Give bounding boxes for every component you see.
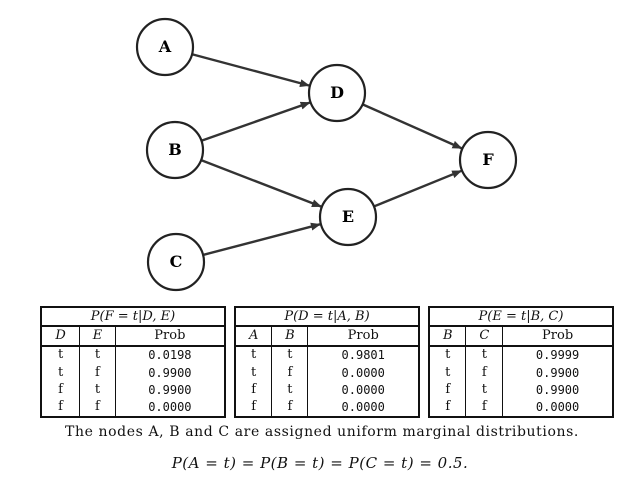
- node-c: [146, 232, 206, 292]
- column-header: Prob: [502, 326, 614, 347]
- cell: f: [40, 398, 81, 417]
- cell: 0.9900: [114, 381, 226, 399]
- cell: t: [428, 345, 467, 365]
- cell: f: [234, 398, 273, 417]
- cell: t: [271, 345, 309, 365]
- cell: f: [234, 381, 273, 399]
- cell: t: [40, 345, 81, 365]
- table-title: P(F = t|D, E): [40, 307, 226, 328]
- cell: f: [428, 381, 467, 399]
- column-header: D: [40, 326, 81, 347]
- cell: t: [465, 381, 504, 399]
- cell: f: [79, 364, 116, 382]
- column-header: A: [234, 326, 273, 347]
- column-header: C: [465, 326, 504, 347]
- node-f: [458, 130, 518, 190]
- cell: f: [40, 381, 81, 399]
- cell: t: [428, 364, 467, 382]
- cell: t: [271, 381, 309, 399]
- node-e: [318, 187, 378, 247]
- node-label-d: D: [330, 83, 344, 102]
- cell: 0.9900: [502, 364, 614, 382]
- node-a: [135, 17, 195, 77]
- cell: 0.0000: [114, 398, 226, 417]
- column-header: Prob: [114, 326, 226, 347]
- edge-e-f: [373, 169, 463, 208]
- cell: 0.0198: [114, 345, 226, 365]
- bayesian-network-graph: A B C D E F: [135, 17, 518, 292]
- edge-d-f: [362, 103, 463, 150]
- node-label-c: C: [170, 252, 183, 271]
- node-b: [145, 120, 205, 180]
- edge-c-e: [202, 222, 321, 257]
- cell: 0.9801: [307, 345, 420, 365]
- table-title: P(D = t|A, B): [234, 307, 420, 328]
- cell: f: [428, 398, 467, 417]
- cell: t: [40, 364, 81, 382]
- caption: The nodes A, B and C are assigned unifor…: [65, 424, 579, 440]
- marginal-equation: P(A = t) = P(B = t) = P(C = t) = 0.5.: [171, 454, 469, 472]
- column-header: B: [271, 326, 309, 347]
- cell: f: [465, 364, 504, 382]
- table-title: P(E = t|B, C): [428, 307, 614, 328]
- cell: 0.9999: [502, 345, 614, 365]
- edge-b-d: [201, 101, 311, 142]
- cell: f: [79, 398, 116, 417]
- cell: t: [234, 345, 273, 365]
- node-d: [307, 63, 367, 123]
- cell: 0.0000: [502, 398, 614, 417]
- cell: 0.0000: [307, 381, 420, 399]
- cell: t: [79, 345, 116, 365]
- column-header: B: [428, 326, 467, 347]
- node-label-f: F: [482, 150, 494, 169]
- cell: f: [271, 364, 309, 382]
- node-label-a: A: [158, 37, 172, 56]
- edge-b-e: [200, 158, 322, 208]
- cell: t: [79, 381, 116, 399]
- cell: f: [271, 398, 309, 417]
- cell: 0.9900: [502, 381, 614, 399]
- cell: f: [465, 398, 504, 417]
- cell: t: [234, 364, 273, 382]
- node-label-b: B: [168, 140, 182, 159]
- cell: t: [465, 345, 504, 365]
- edge-a-d: [191, 53, 310, 88]
- cell: 0.9900: [114, 364, 226, 382]
- column-header: E: [79, 326, 116, 347]
- node-label-e: E: [342, 207, 354, 226]
- cell: 0.0000: [307, 364, 420, 382]
- cell: 0.0000: [307, 398, 420, 417]
- column-header: Prob: [307, 326, 420, 347]
